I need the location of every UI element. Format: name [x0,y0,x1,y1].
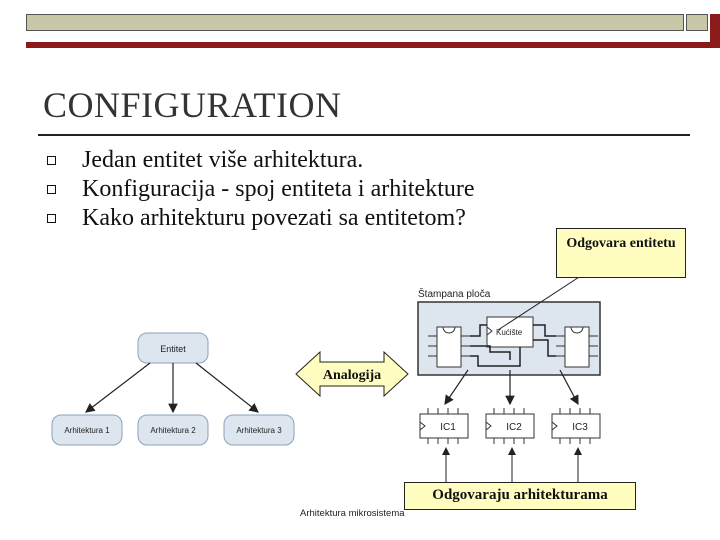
ic-chip-2: IC2 [485,408,535,444]
package-box [486,316,534,348]
edge-entity-arch3 [195,362,259,413]
title-divider [38,134,690,136]
bullet-text: Kako arhitekturu povezati sa entitetom? [82,205,466,231]
pcb-diagram: Štampana ploča Kućište IC1 [417,265,601,484]
analogy-arrow: Analogija [295,350,409,398]
bullet-square-icon [47,156,56,165]
ic-chip-3-label: IC3 [572,422,588,433]
architecture-node-3 [223,414,295,446]
bullet-square-icon [47,185,56,194]
ic-chip-1-label: IC1 [440,422,456,433]
ic-chip-3: IC3 [551,408,601,444]
header-bar-red [26,42,710,48]
entity-match-callout: Odgovara entitetu [556,228,686,278]
entity-node-label: Entitet [160,344,186,354]
architectures-match-callout: Odgovaraju arhitekturama [404,482,636,510]
bullet-list: Jedan entitet više arhitektura. Konfigur… [44,146,475,233]
analogy-label: Analogija [323,368,381,383]
slide-title: CONFIGURATION [43,85,342,125]
edge-entity-arch1 [85,362,151,413]
pcb-label: Štampana ploča [418,287,491,300]
bullet-item: Kako arhitekturu povezati sa entitetom? [44,204,475,233]
architecture-node-3-label: Arhitektura 3 [236,426,282,435]
header-bar-green [26,14,684,31]
bullet-text: Konfiguracija - spoj entiteta i arhitekt… [82,176,475,202]
header-square-red [710,14,720,48]
entity-architecture-diagram: Entitet Arhitektura 1 Arhitektura 2 Arhi… [51,332,295,446]
package-label: Kućište [496,328,523,337]
architecture-node-1 [51,414,123,446]
bullet-text: Jedan entitet više arhitektura. [82,147,364,173]
header-square-green [686,14,708,31]
ic-chip-1: IC1 [419,408,469,444]
architecture-node-2-label: Arhitektura 2 [150,426,196,435]
architecture-node-1-label: Arhitektura 1 [64,426,110,435]
bullet-square-icon [47,214,56,223]
bullet-item: Konfiguracija - spoj entiteta i arhitekt… [44,175,475,204]
bullet-item: Jedan entitet više arhitektura. [44,146,475,175]
slide-footer: Arhitektura mikrosistema [300,508,405,519]
slide-header-bar [26,14,720,48]
ic-chip-2-label: IC2 [506,422,522,433]
architecture-node-2 [137,414,209,446]
